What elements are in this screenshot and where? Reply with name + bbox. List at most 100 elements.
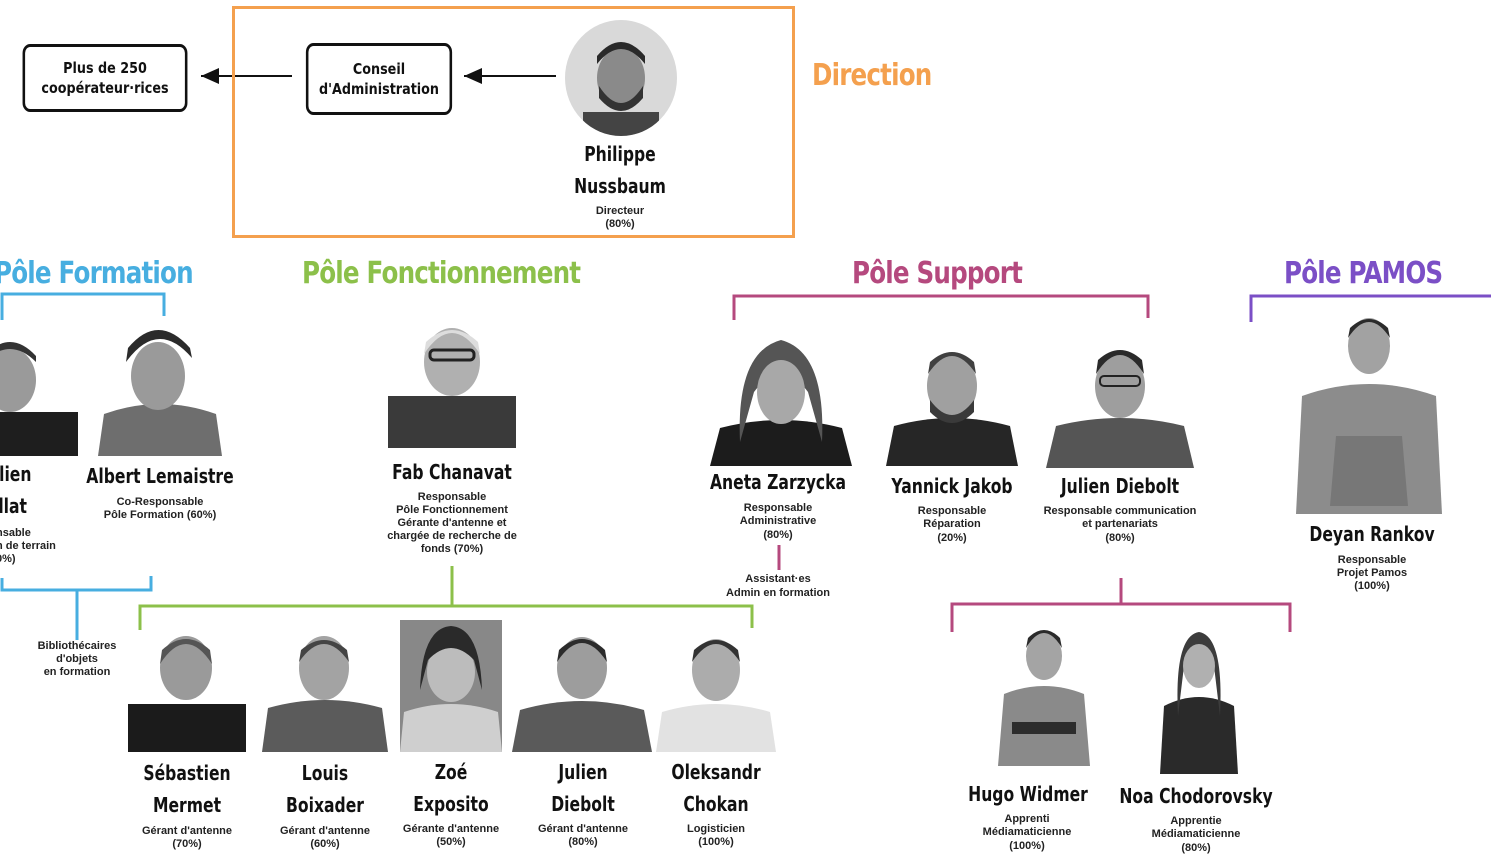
fonctionnement-member1-name-l2: Mermet	[152, 793, 222, 817]
director-pct: (80%)	[605, 218, 635, 230]
conseil-box: Conseil d'Administration	[305, 43, 453, 115]
fonctionnement-head-role-l3: Gérante d'antenne et	[397, 517, 507, 529]
support-apprentice1-photo	[994, 618, 1094, 766]
director-first-name: Philippe	[584, 142, 656, 166]
formation-person2-role-l1: Co-Responsable	[116, 496, 204, 508]
pamos-member-role-l2: Projet Pamos	[1336, 567, 1408, 579]
support-member2-pct: (20%)	[937, 532, 967, 544]
fonctionnement-member5-name-l1: Oleksandr	[671, 760, 761, 784]
formation-person1-name-l1: élien	[0, 462, 32, 486]
pole-fonctionnement-title: Pôle Fonctionnement	[302, 256, 581, 291]
fonctionnement-member2-pct: (60%)	[310, 838, 340, 850]
pamos-member-role-l1: Responsable	[1337, 554, 1407, 566]
fonctionnement-member3-photo	[400, 620, 502, 752]
fonctionnement-member4-pct: (80%)	[568, 836, 598, 848]
formation-trainees-l1: Bibliothécaires	[37, 640, 117, 652]
support-member1-role-l1: Responsable	[743, 502, 813, 514]
support-apprentices-bracket	[950, 578, 1292, 632]
pamos-member-photo	[1296, 306, 1442, 514]
support-assist-l1: Assistant·es	[745, 573, 811, 585]
support-member1-name: Aneta Zarzycka	[709, 470, 847, 494]
support-apprentice1-pct: (100%)	[1009, 840, 1045, 852]
fonctionnement-head-role-l4: chargée de recherche de	[387, 530, 517, 542]
formation-person2-role-l2: Pôle Formation (60%)	[103, 509, 217, 521]
pamos-member-name: Deyan Rankov	[1309, 522, 1435, 546]
support-member1-pct: (80%)	[763, 529, 793, 541]
fonctionnement-member2-name-l2: Boixader	[286, 793, 364, 817]
direction-frame	[232, 6, 795, 238]
support-member3-pct: (80%)	[1105, 532, 1135, 544]
formation-lower-bracket	[0, 576, 153, 640]
support-apprentice1-name: Hugo Widmer	[968, 782, 1088, 806]
fonctionnement-member5-name-l2: Chokan	[683, 792, 749, 816]
pamos-member-pct: (100%)	[1354, 580, 1390, 592]
support-apprentice1-role-l1: Apprenti	[1004, 813, 1050, 825]
support-apprentice1-role-l2: Médiamaticienne	[982, 826, 1072, 838]
director-photo	[565, 20, 677, 136]
cooperateurs-box: Plus de 250 coopérateur·rices	[22, 44, 188, 112]
fonctionnement-head-role-l2: Pôle Fonctionnement	[396, 504, 508, 516]
formation-person2-name: Albert Lemaistre	[86, 464, 234, 488]
fonctionnement-head-role-l5: fonds (70%)	[420, 543, 484, 555]
cooperateurs-line1: Plus de 250	[63, 59, 147, 77]
direction-label: Direction	[812, 58, 932, 93]
fonctionnement-member5-pct: (100%)	[698, 836, 734, 848]
formation-trainees-l3: en formation	[43, 666, 111, 678]
support-member1-role-l2: Administrative	[739, 515, 817, 527]
support-member2-photo	[886, 334, 1018, 466]
formation-person2-photo	[98, 318, 222, 456]
formation-person1-role-l1: nsable	[0, 527, 31, 539]
support-assist-l2: Admin en formation	[726, 587, 830, 599]
fonctionnement-head-role-l1: Responsable	[417, 491, 487, 503]
cooperateurs-line2: coopérateur·rices	[41, 79, 169, 97]
fonctionnement-member1-name-l1: Sébastien	[143, 761, 231, 785]
support-apprentice2-photo	[1156, 626, 1242, 774]
fonctionnement-member5-role: Logisticien	[686, 823, 746, 835]
fonctionnement-member4-name-l2: Diebolt	[551, 792, 615, 816]
fonctionnement-member2-role: Gérant d'antenne	[279, 825, 371, 837]
formation-trainees-l2: d'objets	[56, 653, 98, 665]
support-apprentice2-role-l1: Apprentie	[1170, 815, 1222, 827]
fonctionnement-head-name: Fab Chanavat	[392, 460, 512, 484]
fonctionnement-member3-name-l1: Zoé	[434, 760, 468, 784]
fonctionnement-member5-photo	[656, 624, 776, 752]
fonctionnement-member3-role: Gérante d'antenne	[402, 823, 500, 835]
fonctionnement-member3-name-l2: Exposito	[413, 792, 489, 816]
fonctionnement-member2-name-l1: Louis	[301, 761, 349, 785]
formation-person1-photo	[0, 322, 78, 456]
pole-formation-title: Pôle Formation	[0, 256, 194, 291]
conseil-line1: Conseil	[352, 60, 406, 78]
support-member3-name: Julien Diebolt	[1060, 474, 1180, 498]
director-role: Directeur	[595, 205, 645, 217]
support-member3-role-l2: et partenariats	[1082, 518, 1158, 530]
support-apprentice2-name: Noa Chodorovsky	[1119, 784, 1273, 808]
director-last-name: Nussbaum	[574, 174, 666, 198]
fonctionnement-member2-photo	[262, 622, 388, 752]
pole-pamos-title: Pôle PAMOS	[1284, 256, 1443, 291]
support-member3-role-l1: Responsable communication	[1043, 505, 1197, 517]
fonctionnement-member4-photo	[512, 624, 652, 752]
fonctionnement-bracket	[138, 566, 754, 630]
support-apprentice2-pct: (80%)	[1181, 842, 1211, 854]
support-member1-photo	[710, 332, 852, 466]
fonctionnement-member4-role: Gérant d'antenne	[537, 823, 629, 835]
fonctionnement-member1-photo	[128, 622, 246, 752]
support-member3-photo	[1046, 334, 1194, 468]
pole-support-title: Pôle Support	[852, 256, 1023, 291]
fonctionnement-member1-pct: (70%)	[172, 838, 202, 850]
support-member2-name: Yannick Jakob	[891, 474, 1013, 498]
fonctionnement-member3-pct: (50%)	[436, 836, 466, 848]
support-apprentice2-role-l2: Médiamaticienne	[1151, 828, 1241, 840]
support-member2-role-l1: Responsable	[917, 505, 987, 517]
formation-person1-role-l2: n de terrain	[0, 540, 56, 552]
formation-bracket	[0, 292, 166, 320]
formation-person1-name-l2: illat	[0, 494, 28, 518]
support-member2-role-l2: Réparation	[923, 518, 981, 530]
formation-person1-role-l3: 0%)	[0, 553, 16, 565]
fonctionnement-member4-name-l1: Julien	[558, 760, 608, 784]
fonctionnement-member1-role: Gérant d'antenne	[141, 825, 233, 837]
conseil-line2: d'Administration	[318, 80, 440, 98]
support-bracket	[732, 294, 1150, 320]
fonctionnement-head-photo	[388, 314, 516, 448]
